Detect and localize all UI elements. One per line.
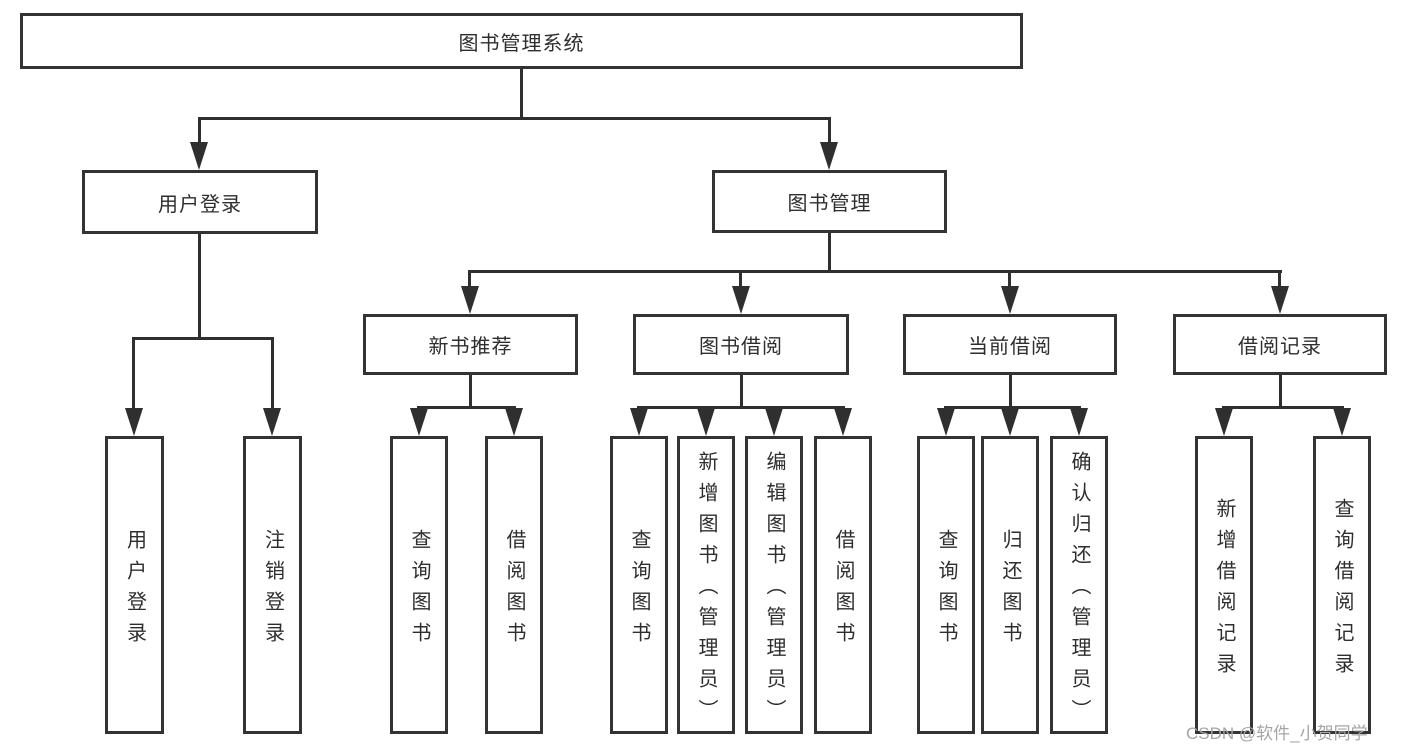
csdn-watermark: CSDN @软件_小贺同学: [1186, 724, 1368, 743]
node-br-query-borrow-record: 查询借阅记录: [1313, 436, 1371, 734]
node-label: 借阅记录: [1238, 336, 1322, 358]
connector-line: [739, 270, 742, 289]
node-new-book-recommendation: 新书推荐: [363, 314, 578, 375]
connector-line: [1222, 406, 1344, 409]
connector-line: [520, 69, 523, 120]
connector-line: [740, 375, 743, 409]
arrowhead-down-icon: [1001, 286, 1019, 314]
node-label: 查询图书: [408, 528, 430, 653]
arrowhead-down-icon: [1333, 408, 1351, 436]
node-library-management-system: 图书管理系统: [20, 13, 1023, 69]
arrowhead-down-icon: [125, 408, 143, 436]
connector-line: [469, 375, 472, 409]
connector-line: [417, 406, 516, 409]
node-book-management: 图书管理: [712, 170, 947, 233]
node-logout: 注销登录: [243, 436, 302, 734]
connector-line: [468, 270, 471, 289]
node-label: 图书管理: [787, 193, 872, 215]
arrowhead-down-icon: [1001, 408, 1019, 436]
node-user-login: 用户登录: [105, 436, 164, 734]
node-cb-return-books: 归还图书: [981, 436, 1039, 734]
node-br-add-borrow-record: 新增借阅记录: [1195, 436, 1253, 734]
arrowhead-down-icon: [505, 408, 523, 436]
node-label: 图书借阅: [699, 336, 783, 358]
arrowhead-down-icon: [732, 286, 750, 314]
connector-line: [1278, 270, 1281, 289]
node-bb-add-books-admin: 新增图书（管理员）: [677, 436, 735, 734]
node-borrowing-records: 借阅记录: [1173, 314, 1387, 375]
node-label: 用户登录: [123, 528, 146, 653]
node-label: 注销登录: [261, 528, 284, 653]
node-cb-confirm-return-admin: 确认归还（管理员）: [1050, 436, 1108, 734]
connector-line: [828, 233, 831, 273]
arrowhead-down-icon: [630, 408, 648, 436]
connector-line: [944, 406, 1081, 409]
arrowhead-down-icon: [834, 408, 852, 436]
arrowhead-down-icon: [263, 408, 281, 436]
node-nbr-query-books: 查询图书: [390, 436, 448, 734]
arrowhead-down-icon: [937, 408, 955, 436]
node-bb-borrow-books: 借阅图书: [814, 436, 872, 734]
connector-line: [132, 337, 135, 410]
node-label: 借阅图书: [832, 528, 854, 653]
node-label: 当前借阅: [968, 336, 1052, 358]
arrowhead-down-icon: [1215, 408, 1233, 436]
connector-line: [1279, 375, 1282, 409]
node-label: 新增图书（管理员）: [695, 451, 717, 730]
arrowhead-down-icon: [410, 408, 428, 436]
arrowhead-down-icon: [820, 142, 838, 170]
arrowhead-down-icon: [697, 408, 715, 436]
arrowhead-down-icon: [190, 142, 208, 170]
node-label: 查询借阅记录: [1331, 497, 1353, 684]
node-bb-edit-books-admin: 编辑图书（管理员）: [745, 436, 803, 734]
node-current-borrowing: 当前借阅: [903, 314, 1117, 375]
node-user-login-branch: 用户登录: [82, 170, 318, 234]
connector-line: [828, 117, 831, 145]
node-nbr-borrow-books: 借阅图书: [485, 436, 543, 734]
node-cb-query-books: 查询图书: [917, 436, 975, 734]
node-label: 确认归还（管理员）: [1068, 451, 1090, 730]
node-label: 查询图书: [935, 528, 957, 653]
connector-line: [468, 270, 1282, 273]
node-label: 新增借阅记录: [1213, 497, 1235, 684]
connector-line: [132, 337, 274, 340]
connector-line: [198, 234, 201, 339]
node-book-borrowing: 图书借阅: [633, 314, 849, 375]
arrowhead-down-icon: [765, 408, 783, 436]
connector-line: [198, 117, 831, 120]
arrowhead-down-icon: [1070, 408, 1088, 436]
node-bb-query-books: 查询图书: [610, 436, 668, 734]
node-label: 借阅图书: [503, 528, 525, 653]
node-label: 归还图书: [999, 528, 1021, 653]
arrowhead-down-icon: [1271, 286, 1289, 314]
arrowhead-down-icon: [461, 286, 479, 314]
node-label: 编辑图书（管理员）: [763, 451, 785, 730]
node-label: 用户登录: [158, 193, 242, 216]
connector-line: [271, 337, 274, 410]
connector-line: [198, 117, 201, 145]
node-label: 新书推荐: [428, 336, 513, 358]
connector-line: [1009, 375, 1012, 409]
node-label: 查询图书: [628, 528, 650, 653]
connector-line: [1008, 270, 1011, 289]
connector-line: [637, 406, 845, 409]
node-label: 图书管理系统: [458, 32, 585, 55]
